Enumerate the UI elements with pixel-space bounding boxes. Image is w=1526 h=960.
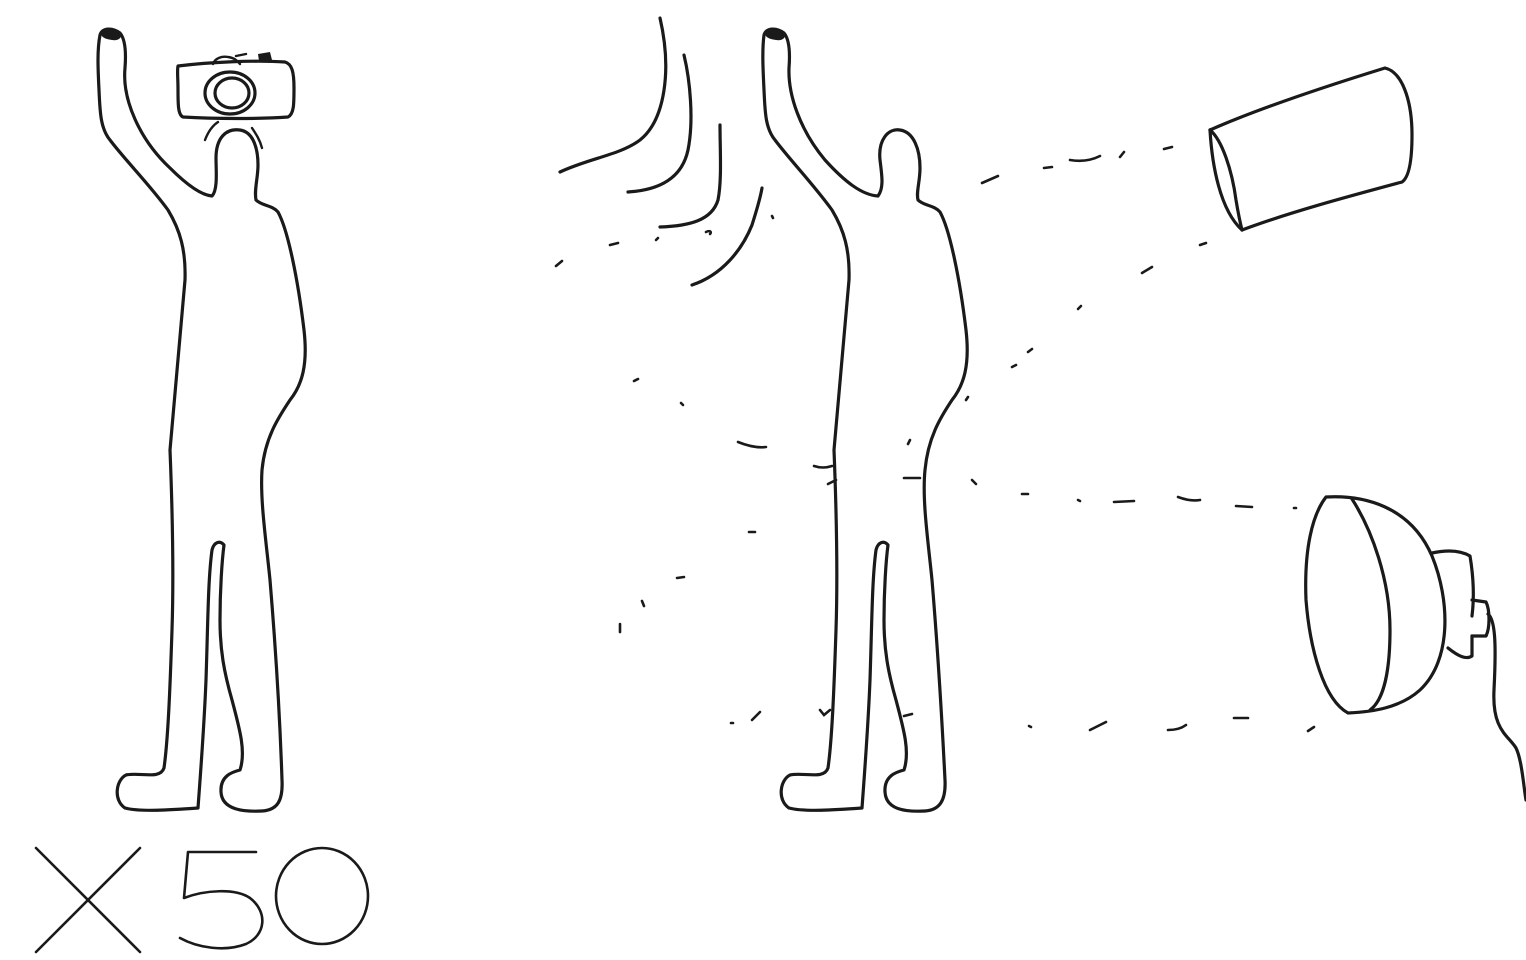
ray-dash <box>1200 243 1206 245</box>
ray-dash <box>1044 167 1052 168</box>
camera-button <box>258 52 272 61</box>
ray-dash <box>677 577 684 578</box>
right-dotted-rays <box>904 147 1314 731</box>
middle-person-outline <box>763 29 967 811</box>
ray-dash <box>1142 267 1152 273</box>
ray-dash <box>1012 365 1016 367</box>
person-silhouette-icon <box>763 29 967 811</box>
dome-cable <box>1488 614 1526 800</box>
x-glyph <box>36 848 140 952</box>
ray-dash <box>738 442 766 447</box>
ray-dash <box>904 714 912 716</box>
ray-dash <box>642 601 644 606</box>
ray-dash <box>556 261 562 266</box>
ray-dash <box>1120 152 1124 157</box>
ray-dash <box>1078 500 1080 501</box>
left-dotted-rays <box>556 216 836 723</box>
multiplier-label: X50 <box>36 848 368 952</box>
ray-dash <box>1308 727 1314 731</box>
left-person-outline <box>98 29 305 811</box>
ray-dash <box>656 238 658 240</box>
dome-rim <box>1352 499 1390 710</box>
camera-body <box>178 61 294 118</box>
camera-flash <box>236 54 246 56</box>
ray-dash <box>1029 726 1031 727</box>
sound-wave-arcs-icon <box>560 18 762 285</box>
five-glyph <box>180 852 262 948</box>
cylinder-face-inner <box>1210 130 1242 230</box>
ray-dash <box>1164 147 1172 149</box>
ray-dash <box>752 712 760 720</box>
ray-dash <box>1028 349 1032 352</box>
ray-dash <box>772 216 773 218</box>
ray-dash <box>1236 506 1252 507</box>
ray-dash <box>706 231 711 234</box>
ray-dash <box>908 440 910 444</box>
camera-icon <box>178 52 294 119</box>
ray-dash <box>982 176 998 183</box>
ray-dash <box>1178 497 1200 500</box>
ray-dash <box>1070 156 1100 161</box>
ray-dash <box>610 243 618 245</box>
dome-outer <box>1306 497 1445 713</box>
dome-mount-lower <box>1448 636 1472 658</box>
wave-arc-1 <box>560 18 666 172</box>
cylinder-body <box>1210 68 1412 230</box>
zero-glyph <box>276 848 368 944</box>
ray-dash <box>820 710 830 715</box>
ray-dash <box>634 379 638 381</box>
ray-dash <box>1078 306 1081 309</box>
cylindrical-light-icon <box>1210 68 1412 230</box>
dome-light-icon <box>1306 497 1526 800</box>
ray-dash <box>966 397 968 400</box>
ray-dash <box>1168 725 1186 730</box>
ray-dash <box>1090 722 1106 730</box>
ray-dash <box>814 466 832 468</box>
ray-dash <box>972 480 976 484</box>
person-with-camera-icon <box>98 29 305 811</box>
wave-arc-2 <box>628 55 691 192</box>
wave-arc-4 <box>692 188 762 285</box>
left-person-shoulder <box>205 122 218 140</box>
camera-lens-inner <box>215 78 249 108</box>
dome-mount <box>1432 551 1473 616</box>
ray-dash <box>681 403 683 405</box>
ray-dash <box>1114 501 1134 502</box>
